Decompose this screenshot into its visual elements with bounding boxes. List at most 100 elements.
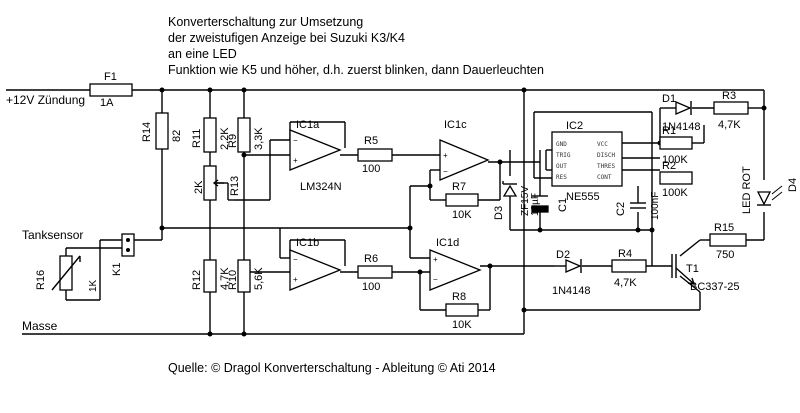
r11-ref: R11 [191, 129, 203, 148]
ic2-part: NE555 [566, 191, 600, 203]
resistor-r11: R11 2,2K [191, 117, 231, 153]
masse-label: Masse [22, 319, 58, 333]
r15-value: 750 [716, 249, 734, 261]
resistor-r6: R6 100 [357, 253, 393, 293]
ic1d-ref: IC1d [436, 237, 459, 249]
r4-value: 4,7K [614, 277, 637, 289]
r12-ref: R12 [191, 270, 203, 290]
ic2-pin-res: RES [556, 174, 567, 181]
r9-value: 3,3K [253, 127, 265, 150]
svg-text:−: − [433, 275, 438, 284]
supply-label: +12V Zündung [6, 93, 85, 107]
junctions [159, 87, 767, 337]
diode-d1: D1 1N4148 [662, 93, 701, 133]
resistor-r8: R8 10K [445, 291, 479, 331]
r5-value: 100 [362, 163, 380, 175]
r3-value: 4,7K [718, 119, 741, 131]
resistor-r2: R2 100K [659, 160, 693, 199]
transistor-t1: T1 BC337-25 [671, 254, 740, 293]
potentiometer-r13: 2K R13 [193, 165, 241, 201]
r16-value: 1K [88, 279, 99, 292]
svg-text:−: − [293, 136, 298, 145]
ic1c-ref: IC1c [444, 119, 467, 131]
opamp-ic1c: + − IC1c [439, 119, 490, 181]
timer-ic2: IC2 GND TRIG OUT RES VCC DISCH THRES CON… [551, 120, 623, 203]
r11-value: 2,2K [219, 127, 231, 150]
fuse-f1: F1 1A [89, 71, 133, 109]
d2-value: 1N4148 [552, 285, 591, 297]
resistor-r1: R1 100K [659, 125, 693, 166]
svg-text:−: − [443, 167, 448, 176]
ic2-pin-out: OUT [556, 163, 567, 170]
ic2-pin-thres: THRES [597, 163, 615, 170]
description-block: Konverterschaltung zur Umsetzung der zwe… [168, 15, 544, 77]
resistor-r4: R4 4,7K [611, 248, 647, 289]
description-line-1: Konverterschaltung zur Umsetzung [168, 15, 363, 29]
f1-value: 1A [100, 97, 114, 109]
r4-ref: R4 [618, 248, 632, 260]
opamp-ic1a: − + IC1a LM324N [289, 119, 342, 193]
c2-value: 100nF [650, 192, 661, 220]
d4-value: LED ROT [741, 166, 753, 214]
ic2-pin-cont: CONT [597, 174, 612, 181]
d3-value: ZF15V [520, 186, 531, 216]
resistor-r10: R10 5,6K [227, 259, 265, 293]
k1-ref: K1 [111, 263, 123, 276]
resistor-r12: R12 4,7K [191, 259, 231, 293]
r7-ref: R7 [452, 181, 466, 193]
t1-ref: T1 [686, 263, 699, 275]
resistor-r9: R9 3,3K [227, 117, 265, 153]
ic2-pin-disch: DISCH [597, 152, 615, 159]
capacitor-c2: C2 100nF [615, 192, 661, 220]
description-line-2: der zweistufigen Anzeige bei Suzuki K3/K… [168, 31, 405, 45]
resistor-r3: R3 4,7K [713, 90, 749, 131]
r12-value: 4,7K [219, 267, 231, 290]
zener-d3: D3 ZF15V [493, 181, 531, 220]
svg-text:+: + [293, 275, 298, 284]
r6-ref: R6 [364, 253, 378, 265]
ic2-pin-vcc: VCC [597, 141, 608, 148]
ic1a-part: LM324N [300, 181, 342, 193]
r10-ref: R10 [227, 270, 239, 290]
opamp-ic1d: + − IC1d [429, 237, 482, 291]
d1-ref: D1 [662, 93, 676, 105]
r8-ref: R8 [452, 291, 466, 303]
r16-ref: R16 [35, 270, 47, 290]
ic1a-ref: IC1a [296, 119, 320, 131]
r2-value: 100K [662, 187, 688, 199]
r13-value: 2K [193, 180, 205, 194]
ic2-ref: IC2 [566, 120, 583, 132]
resistor-r5: R5 100 [357, 135, 393, 175]
ic2-pin-trig: TRIG [556, 152, 571, 159]
r7-value: 10K [452, 209, 472, 221]
r5-ref: R5 [364, 135, 378, 147]
r9-ref: R9 [227, 134, 239, 148]
source-footer: Quelle: © Dragol Konverterschaltung - Ab… [168, 361, 496, 375]
r2-ref: R2 [662, 160, 676, 172]
svg-text:+: + [433, 255, 438, 264]
d2-ref: D2 [556, 249, 570, 261]
c2-ref: C2 [615, 202, 627, 216]
ic1b-ref: IC1b [296, 237, 319, 249]
d3-ref: D3 [493, 206, 505, 220]
r3-ref: R3 [722, 90, 736, 102]
c1-ref: C1 [557, 198, 569, 212]
diode-d2: D2 1N4148 [552, 249, 591, 297]
resistor-r7: R7 10K [445, 181, 479, 221]
svg-text:+: + [443, 151, 448, 160]
r6-value: 100 [362, 281, 380, 293]
resistor-r14: R14 82 [141, 112, 183, 150]
resistor-r15: R15 750 [709, 222, 747, 261]
svg-text:−: − [293, 255, 298, 264]
opamp-ic1b: − + IC1b [289, 237, 342, 291]
r1-value: 100K [662, 154, 688, 166]
t1-value: BC337-25 [690, 281, 740, 293]
capacitor-c1: 10µF C1 [530, 193, 569, 216]
tanksensor-label: Tanksensor [22, 228, 83, 242]
r8-value: 10K [452, 319, 472, 331]
d1-value: 1N4148 [662, 121, 701, 133]
ic2-pin-gnd: GND [556, 141, 567, 148]
connector-k1: K1 [111, 233, 135, 276]
r14-ref: R14 [141, 122, 153, 142]
